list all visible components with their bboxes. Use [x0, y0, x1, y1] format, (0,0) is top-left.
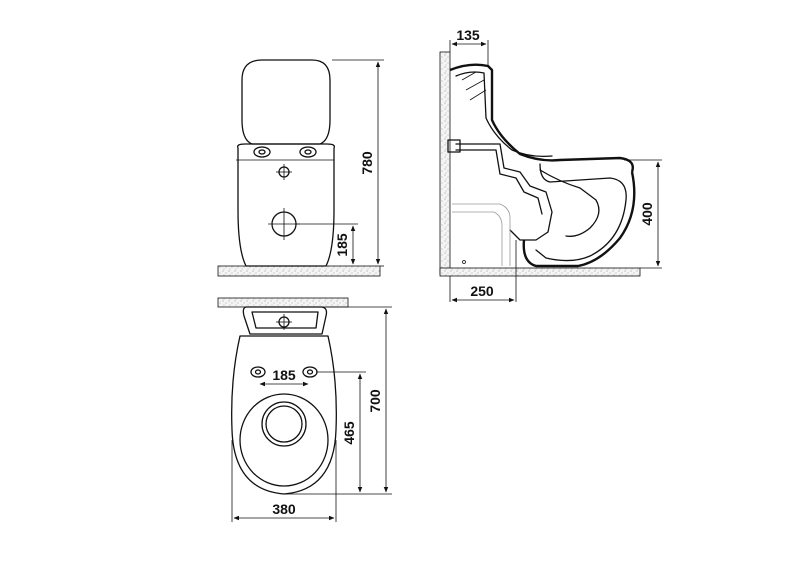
- front-tank: [241, 59, 331, 145]
- front-bolt-left: [253, 146, 271, 158]
- dim-top-length: 700: [367, 389, 383, 413]
- front-drain-outlet: [268, 208, 300, 240]
- front-water-inlet: [276, 164, 292, 180]
- side-rear-fixing: [447, 139, 461, 153]
- side-view: 135 400 250: [439, 27, 662, 303]
- top-fixing-hole-right: [302, 366, 318, 378]
- side-bowl-section: [522, 171, 636, 268]
- dim-top-seat-depth: 465: [341, 421, 357, 445]
- dim-front-height: 780: [359, 151, 375, 175]
- front-view: 780 185: [217, 59, 384, 277]
- front-bolt-right: [299, 146, 317, 158]
- side-tank-section: [449, 63, 634, 173]
- top-tank: [242, 306, 328, 335]
- side-trapway: [455, 143, 553, 241]
- dim-side-seat-height: 400: [639, 202, 655, 226]
- side-floor: [439, 267, 641, 277]
- top-wall: [217, 297, 349, 308]
- side-wall: [439, 51, 451, 275]
- dim-front-drain-height: 185: [334, 233, 350, 257]
- top-bowl-opening: [261, 401, 307, 447]
- dim-side-drain-offset: 250: [470, 283, 494, 299]
- dim-top-fixing-holes: 185: [272, 367, 296, 383]
- top-rim: [239, 393, 329, 487]
- front-floor: [217, 265, 381, 277]
- top-fixing-hole-left: [250, 366, 266, 378]
- top-flush-button: [276, 314, 292, 330]
- top-view: 185 700 465 380: [217, 297, 392, 522]
- dim-top-width: 380: [272, 501, 296, 517]
- front-bowl: [237, 143, 335, 267]
- side-drain-pipe: [452, 203, 511, 266]
- dim-side-top-offset: 135: [456, 27, 480, 43]
- side-marker-dot: [462, 260, 466, 264]
